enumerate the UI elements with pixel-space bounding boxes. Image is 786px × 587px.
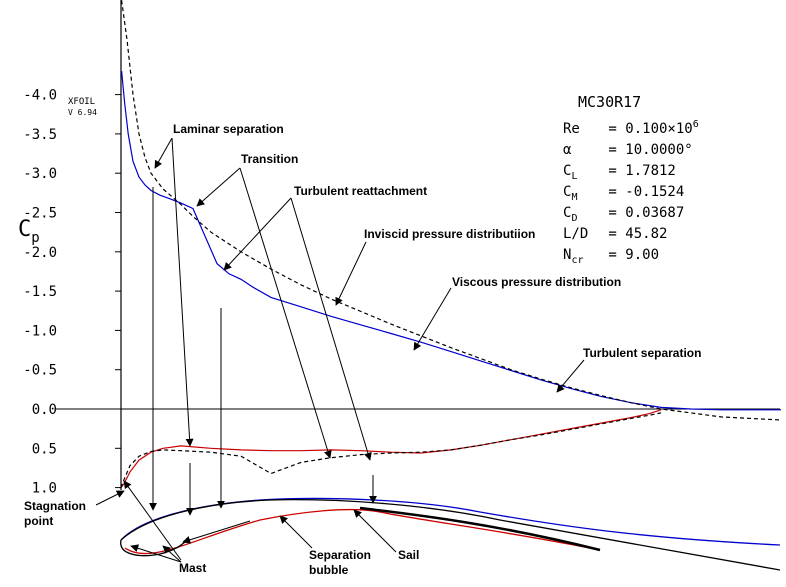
series-lower-viscous xyxy=(120,409,662,488)
sail-outer-outline xyxy=(120,499,781,571)
label-mast: Mast xyxy=(179,561,206,575)
app-name: XFOIL xyxy=(68,97,95,107)
arrow-laminar-separation-2 xyxy=(171,137,194,447)
arrow-transition-2 xyxy=(239,167,332,459)
label-stagnation-point-line1: Stagnation xyxy=(24,499,86,513)
parameter-row: CL = 1.7812 xyxy=(563,163,676,182)
parameter-row: L/D = 45.82 xyxy=(563,226,667,242)
arrow-transition-1 xyxy=(196,167,241,207)
label-sail: Sail xyxy=(398,548,419,562)
y-tick-label: -2.5 xyxy=(23,206,57,222)
label-separation-bubble-line1: Separation xyxy=(309,548,371,562)
series-upper-inviscid xyxy=(121,0,782,421)
series-upper-viscous xyxy=(121,70,781,411)
y-tick-label: 0.5 xyxy=(32,441,57,457)
label-viscous-pressure: Viscous pressure distribution xyxy=(452,275,621,289)
series-lower-inviscid xyxy=(120,412,662,488)
parameter-row: α = 10.0000° xyxy=(563,142,693,158)
y-tick-label: -0.5 xyxy=(23,363,57,379)
arrow-viscous xyxy=(413,287,452,351)
cp-curves xyxy=(120,0,782,488)
y-tick-label: -2.0 xyxy=(23,245,57,261)
arrow-reattachment-2 xyxy=(290,197,372,461)
sail-upper-outline xyxy=(120,497,781,546)
parameter-row: Ncr = 9.00 xyxy=(563,247,659,266)
sail-fabric xyxy=(359,506,601,552)
y-tick-label: -3.0 xyxy=(23,166,57,182)
parameter-row: Re = 0.100×106 xyxy=(563,119,699,137)
label-stagnation-point-line2: point xyxy=(24,514,53,528)
arrow-mast-2 xyxy=(162,545,182,563)
arrow-bubble-2 xyxy=(182,520,251,544)
arrow-turbulent-separation xyxy=(556,359,585,393)
label-turbulent-reattachment: Turbulent reattachment xyxy=(294,184,427,198)
mast-outline xyxy=(120,539,186,557)
app-version: V 6.94 xyxy=(68,108,97,117)
arrow-mast-1 xyxy=(130,544,182,563)
y-axis-label: Cp xyxy=(18,217,40,246)
y-tick-label: -1.0 xyxy=(23,323,57,339)
arrow-reattachment-1 xyxy=(223,197,292,271)
y-axis-ticks: -4.0 -3.5 -3.0 -2.5 -2.0 -1.5 -1.0 -0.5 0.0 0.5 1.… xyxy=(23,88,121,497)
arrow-inviscid xyxy=(335,241,367,306)
airfoil-name: MC30R17 xyxy=(578,93,641,111)
parameter-row: CD = 0.03687 xyxy=(563,205,684,224)
arrow-stagnation xyxy=(95,490,125,506)
label-separation-bubble-line2: bubble xyxy=(309,563,349,577)
label-inviscid-pressure: Inviscid pressure distributiion xyxy=(364,227,535,241)
y-tick-label: -4.0 xyxy=(23,88,57,104)
y-tick-label: -3.5 xyxy=(23,127,57,143)
y-tick-label: -1.5 xyxy=(23,284,57,300)
label-turbulent-separation: Turbulent separation xyxy=(583,346,701,360)
arrow-mast-3 xyxy=(123,480,182,561)
arrow-laminar-separation-1 xyxy=(154,137,173,169)
label-transition: Transition xyxy=(241,152,298,166)
arrow-sail xyxy=(353,509,397,553)
label-laminar-separation: Laminar separation xyxy=(173,122,284,136)
arrow-bubble-1 xyxy=(279,515,313,549)
y-tick-label: 1.0 xyxy=(32,481,57,497)
y-tick-label: 0.0 xyxy=(32,402,57,418)
airfoil-sketch xyxy=(120,497,781,571)
parameter-row: CM = -0.1524 xyxy=(563,184,684,203)
parameter-block: Re = 0.100×106 α = 10.0000° CL = 1.7812 CM … xyxy=(563,119,699,266)
